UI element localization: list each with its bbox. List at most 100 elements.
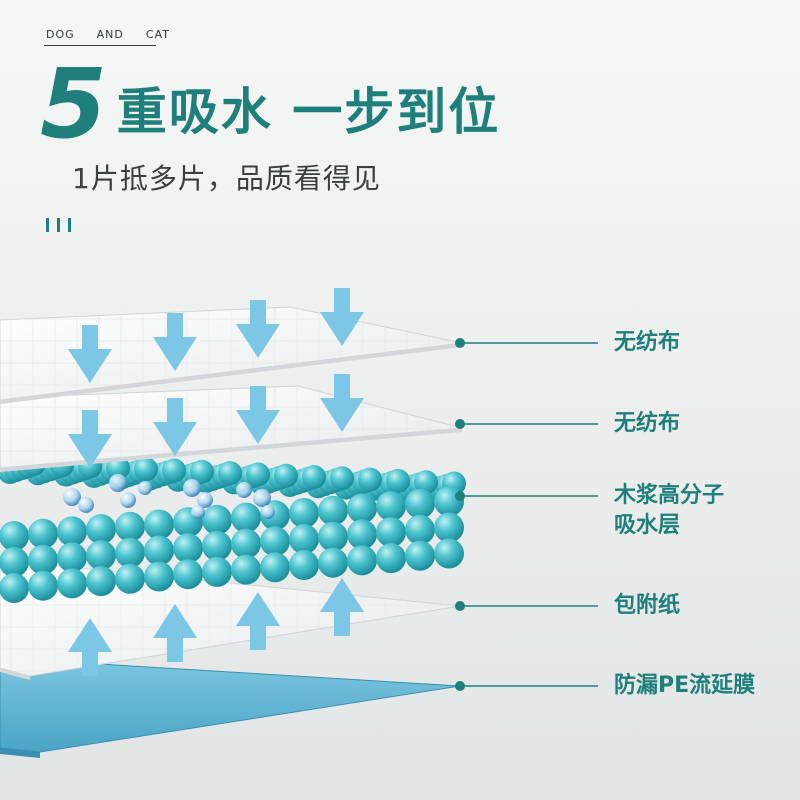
bead bbox=[405, 514, 435, 545]
down-arrow bbox=[236, 386, 280, 444]
bead bbox=[434, 512, 464, 543]
brand-word-cat: CAT bbox=[145, 28, 170, 41]
headline-number: 5 bbox=[40, 48, 107, 160]
brand-underline bbox=[44, 45, 156, 46]
label-pe-film: 防漏PE流延膜 bbox=[614, 673, 756, 698]
bead bbox=[260, 526, 290, 557]
label-nonwoven-second: 无纺布 bbox=[614, 411, 681, 436]
bead bbox=[318, 495, 348, 526]
headline: 5 重吸水 一步到位 bbox=[40, 48, 501, 160]
leader-dot bbox=[455, 601, 465, 611]
bead bbox=[28, 570, 58, 601]
bead bbox=[231, 554, 261, 585]
bead bbox=[386, 468, 410, 493]
bead bbox=[144, 535, 174, 566]
bead bbox=[202, 556, 232, 587]
bead bbox=[86, 514, 116, 545]
up-arrow bbox=[68, 618, 112, 676]
bead bbox=[28, 518, 58, 549]
bead bbox=[115, 511, 145, 542]
brand-word-dog: DOG bbox=[46, 28, 75, 41]
tick-mark bbox=[57, 218, 60, 232]
bead bbox=[162, 458, 186, 483]
up-arrow bbox=[320, 578, 364, 636]
bead bbox=[405, 540, 435, 571]
bead bbox=[330, 466, 354, 491]
headline-text: 重吸水 一步到位 bbox=[116, 83, 501, 141]
bead bbox=[57, 542, 87, 573]
bead bbox=[202, 504, 232, 535]
down-arrow bbox=[320, 374, 364, 432]
bead bbox=[173, 559, 203, 590]
down-arrows bbox=[68, 288, 364, 468]
layer-wrapping-paper bbox=[0, 559, 461, 680]
subheadline: 1片抵多片，品质看得见 bbox=[72, 162, 381, 195]
bead bbox=[347, 545, 377, 576]
bead bbox=[28, 544, 58, 575]
bead bbox=[57, 568, 87, 599]
bead bbox=[173, 533, 203, 564]
bead bbox=[289, 498, 319, 528]
bead bbox=[376, 543, 406, 574]
bead bbox=[289, 524, 319, 554]
brand-word-and: AND bbox=[96, 28, 124, 41]
decorative-ticks bbox=[46, 218, 71, 232]
bead bbox=[358, 467, 382, 492]
bead bbox=[405, 488, 435, 519]
leader-dot bbox=[455, 338, 465, 348]
bead bbox=[231, 528, 261, 559]
bead bbox=[202, 530, 232, 561]
bead bbox=[434, 538, 464, 569]
layer-absorbent-beads bbox=[0, 452, 466, 603]
bead bbox=[115, 537, 145, 568]
bead bbox=[0, 521, 29, 551]
layer-nonwoven-2 bbox=[0, 385, 463, 472]
bead bbox=[318, 547, 348, 578]
down-arrow bbox=[153, 313, 197, 371]
down-arrow bbox=[153, 398, 197, 456]
bead bbox=[414, 470, 438, 495]
brand-tagline: DOG AND CAT bbox=[46, 28, 170, 41]
bead bbox=[246, 462, 270, 487]
layer-pe-film bbox=[0, 657, 461, 758]
bead bbox=[0, 547, 29, 577]
up-arrow bbox=[153, 604, 197, 662]
bead bbox=[376, 491, 406, 522]
up-arrows bbox=[68, 578, 364, 676]
up-arrow bbox=[236, 592, 280, 650]
leader-dot bbox=[455, 419, 465, 429]
bead bbox=[274, 463, 298, 488]
down-arrow bbox=[68, 325, 112, 383]
bead bbox=[260, 552, 290, 583]
tick-mark bbox=[68, 218, 71, 232]
down-arrow bbox=[320, 288, 364, 346]
bead bbox=[231, 502, 261, 533]
label-wrapping-paper: 包附纸 bbox=[614, 593, 681, 618]
bead bbox=[0, 573, 29, 603]
down-arrow bbox=[236, 300, 280, 358]
bead bbox=[289, 550, 319, 580]
bead bbox=[190, 459, 214, 484]
bead bbox=[144, 509, 174, 540]
label-absorbent-core: 木浆高分子 吸水层 bbox=[614, 483, 725, 538]
bead bbox=[144, 561, 174, 592]
bead bbox=[218, 461, 242, 486]
label-nonwoven-top: 无纺布 bbox=[614, 330, 681, 355]
bead bbox=[86, 566, 116, 597]
bead bbox=[376, 517, 406, 548]
bead bbox=[134, 457, 158, 482]
bead bbox=[302, 465, 326, 489]
tick-mark bbox=[46, 218, 49, 232]
down-arrow bbox=[68, 410, 112, 468]
bead bbox=[318, 521, 348, 552]
bead bbox=[434, 486, 464, 517]
leader-lines bbox=[455, 338, 598, 691]
bead bbox=[86, 540, 116, 571]
bead bbox=[347, 493, 377, 524]
leader-dot bbox=[455, 491, 465, 501]
bead bbox=[115, 563, 145, 594]
bead bbox=[347, 519, 377, 550]
leader-dot bbox=[455, 681, 465, 691]
water-droplets bbox=[63, 474, 275, 519]
